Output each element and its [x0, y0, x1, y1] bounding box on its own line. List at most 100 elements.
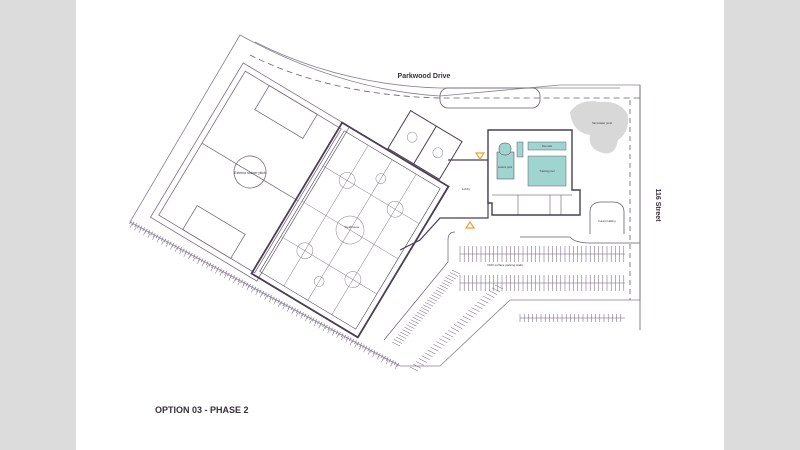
parking-stall-line [429, 297, 438, 302]
parking-stall-line [192, 257, 196, 262]
fieldhouse-label: Fieldhouse [345, 225, 360, 229]
parking-stall-line [445, 332, 454, 338]
parking-stall-line [409, 366, 419, 372]
parking-stall-line [277, 302, 281, 307]
parking-stall-line [474, 304, 483, 310]
parking-stall-line [224, 274, 227, 279]
plan-title: OPTION 03 - PHASE 2 [155, 405, 249, 415]
parking-stall-line [394, 364, 398, 370]
parking-stall-line [286, 307, 290, 312]
parking-stall-line [420, 307, 430, 312]
parking-stall-line [147, 233, 151, 238]
parking-stall-line [390, 362, 393, 367]
parking-stall-line [450, 327, 460, 332]
parking-stall-line [309, 319, 312, 324]
parking-stall-line [354, 343, 357, 348]
parking-stall-line [358, 345, 362, 350]
parking-stall-line [179, 250, 182, 255]
parking-stall-line [468, 310, 477, 315]
parking-stall-line [449, 272, 459, 277]
parking-stall-line [443, 279, 452, 285]
parking-stall-line [406, 324, 415, 329]
parking-stall-line [161, 240, 164, 245]
parking-stall-line [445, 277, 454, 282]
parking-stall-line [410, 319, 419, 324]
parking-stall-line [459, 318, 468, 324]
parking-stall-line [242, 283, 245, 288]
parking-stall-line [340, 336, 344, 341]
parking-stall-line [462, 315, 471, 321]
dive-pool [516, 141, 524, 158]
site-plan-drawing: Exterior soccer pitch Fieldhouse Lobby [129, 34, 661, 415]
parking-stall-line [327, 329, 330, 334]
parking-stall-line [424, 302, 434, 307]
parking-stall-line [418, 358, 427, 363]
parking-stall-line [336, 333, 339, 339]
parkwood-drive [249, 54, 640, 99]
parking-stall-line [174, 247, 178, 253]
parking-stall-line [233, 278, 236, 284]
parking-stall-line [385, 360, 389, 365]
parking-stall-line [129, 223, 133, 229]
parking-stall-line [477, 301, 486, 307]
parking-stall-line [291, 309, 294, 315]
parking-stall-line [295, 312, 299, 317]
parking-stall-line [430, 346, 439, 352]
lane-pool-a [527, 141, 567, 151]
parking-stall-line [201, 262, 205, 267]
parking-stall-line [489, 290, 498, 295]
parking-stall-line [255, 290, 258, 296]
parking-stall-line [393, 339, 403, 344]
parking-stall-line [165, 243, 169, 248]
parking-stall-line [372, 352, 375, 358]
parking-stall-line [471, 307, 480, 312]
parking-stall-line [349, 340, 353, 346]
site-plan-sheet: Exterior soccer pitch Fieldhouse Lobby [76, 0, 724, 450]
parking-stall-line [197, 259, 200, 264]
soccer-label: Exterior soccer pitch [234, 171, 266, 175]
parking-stall-line [408, 321, 417, 327]
parking-stall-line [273, 300, 276, 305]
parking-stall-line [282, 305, 285, 310]
parking-stall-line [269, 297, 272, 303]
exterior-soccer-pitch [149, 62, 351, 282]
future-label: Future building [598, 219, 616, 223]
parking-lot-outline [383, 231, 640, 341]
parking-stall-line [433, 344, 442, 349]
parking-stalls [129, 223, 625, 372]
entry-marker-south [464, 220, 476, 229]
parking-stall-line [206, 264, 209, 269]
parking-stall-line [246, 286, 250, 291]
parking-stall-line [396, 336, 405, 342]
parking-stall-line [304, 317, 308, 322]
parking-stall-line [465, 313, 474, 318]
parking-stall-line [433, 292, 442, 297]
parking-stall-line [435, 289, 444, 295]
parking-stall-line [424, 352, 433, 358]
stormwater-pond [570, 101, 629, 154]
parking-stall-line [138, 228, 142, 233]
parking-stall-line [480, 298, 489, 304]
dive-pool-label: Dive tank [542, 145, 553, 148]
parking-stall-line [451, 269, 461, 275]
parking-stall-line [331, 331, 335, 336]
parking-stall-line [453, 324, 463, 329]
parking-stall-line [436, 341, 445, 346]
parking-label: ±400 surface parking stalls [487, 263, 523, 267]
parking-stall-line [483, 296, 492, 301]
parking-stall-line [367, 350, 371, 355]
parking-stall-line [143, 231, 146, 236]
116-street-label: 116 Street [654, 188, 661, 222]
parking-stall-line [416, 311, 425, 317]
parking-stall-line [318, 324, 321, 329]
parking-stall-line [400, 331, 409, 337]
parking-stall-line [322, 326, 326, 331]
gym-courts [387, 110, 463, 180]
parking-stall-line [363, 348, 366, 353]
future-building [589, 201, 625, 234]
parking-stall-line [415, 361, 424, 366]
parking-stall-line [404, 326, 413, 332]
indoor-fieldhouse [250, 121, 450, 339]
parking-stall-line [447, 274, 456, 280]
parking-stall-line [228, 276, 232, 281]
